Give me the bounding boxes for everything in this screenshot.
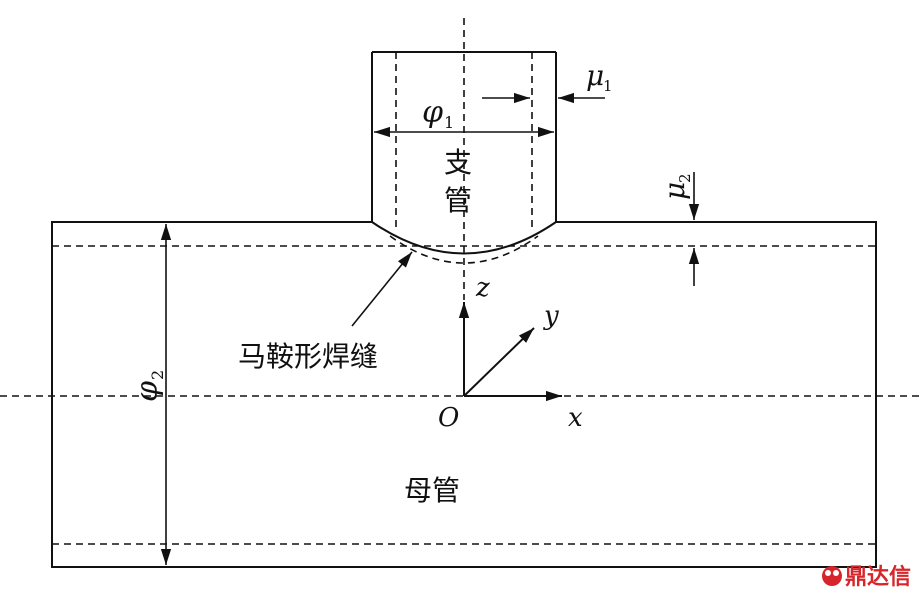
saddle-weld-outer-curve: [371, 221, 557, 255]
origin-label: O: [438, 403, 459, 433]
watermark-logo: 鼎达信: [822, 564, 911, 590]
phi1-label: φ: [422, 95, 443, 130]
phi2-label: φ: [130, 381, 165, 402]
branch-pipe-label-1: 支: [444, 146, 472, 179]
mu2-label: μ: [658, 182, 691, 200]
mu1-subscript: 1: [603, 77, 613, 95]
saddle-weld-label: 马鞍形焊缝: [238, 340, 378, 373]
watermark-text: 鼎达信: [845, 564, 911, 590]
main-pipe-label: 母管: [404, 474, 460, 507]
phi1-subscript: 1: [444, 113, 454, 132]
branch-pipe-label-2: 管: [444, 184, 472, 217]
main-pipe-outline: [51, 221, 877, 568]
saddle-weld-leader-arrow: [351, 251, 413, 327]
axis-y-label: y: [543, 301, 559, 331]
phi2-subscript: 2: [148, 370, 167, 380]
mu2-label-group: μ 2: [658, 173, 694, 200]
axis-x-label: x: [568, 403, 583, 433]
mu2-subscript: 2: [676, 173, 694, 183]
mu1-label: μ: [586, 59, 604, 92]
watermark-logo-icon: [822, 566, 842, 586]
axis-z-label: z: [475, 273, 490, 303]
phi2-label-group: φ 2: [130, 370, 167, 402]
axis-y-arrow: [463, 327, 535, 397]
